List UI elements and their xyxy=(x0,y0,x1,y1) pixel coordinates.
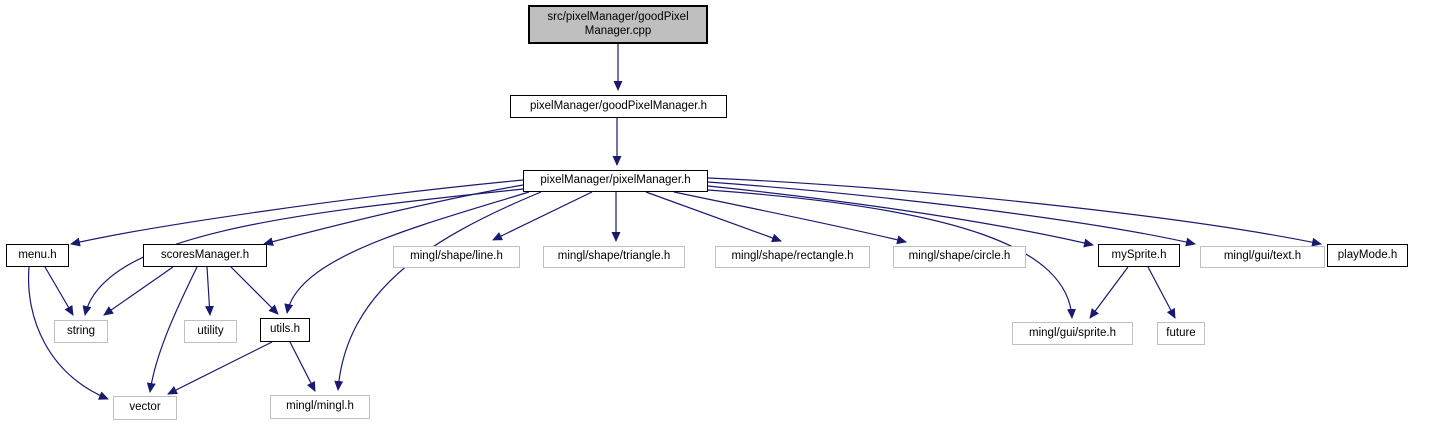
node-utils_h[interactable]: utils.h xyxy=(260,318,310,342)
node-label: mingl/mingl.h xyxy=(286,400,354,413)
node-label: mingl/shape/rectangle.h xyxy=(731,250,854,263)
edge-pixelManager_h-to-rectangle_h xyxy=(645,191,782,243)
edge-mySprite_h-to-future xyxy=(1147,266,1176,319)
node-goodPixelManager_h[interactable]: pixelManager/goodPixelManager.h xyxy=(510,95,727,118)
edge-scoresManager_h-to-utils_h xyxy=(230,266,279,315)
node-label: utils.h xyxy=(269,323,301,336)
edges-group xyxy=(27,44,1322,400)
edge-pixelManager_h-to-utils_h xyxy=(284,191,530,314)
edge-pixelManager_h-to-line_h xyxy=(492,191,593,241)
edge-scoresManager_h-to-vector xyxy=(146,266,198,393)
edge-mySprite_h-to-sprite_h xyxy=(1089,266,1129,319)
edge-pixelManager_h-to-scoresManager_h xyxy=(263,184,524,247)
edge-pixelManager_h-to-playMode_h xyxy=(707,177,1322,247)
node-goodPixelManager_cpp[interactable]: src/pixelManager/goodPixel Manager.cpp xyxy=(528,5,708,44)
node-label: mingl/gui/text.h xyxy=(1223,250,1302,263)
node-label: utility xyxy=(197,324,224,337)
edge-pixelManager_h-to-sprite_h xyxy=(707,189,1076,319)
node-label: mingl/shape/triangle.h xyxy=(557,250,671,263)
edge-scoresManager_h-to-string xyxy=(103,266,174,316)
node-label: menu.h xyxy=(18,248,57,261)
node-menu_h[interactable]: menu.h xyxy=(6,244,69,267)
edge-utils_h-to-vector xyxy=(167,341,273,395)
node-label: pixelManager/goodPixelManager.h xyxy=(529,99,708,112)
node-text_h[interactable]: mingl/gui/text.h xyxy=(1200,246,1325,268)
node-future[interactable]: future xyxy=(1157,322,1205,345)
edge-pixelManager_h-to-circle_h xyxy=(673,191,907,245)
node-triangle_h[interactable]: mingl/shape/triangle.h xyxy=(543,246,685,268)
node-string[interactable]: string xyxy=(54,320,108,343)
edge-menu_h-to-string xyxy=(44,266,74,316)
node-label: string xyxy=(66,324,96,337)
node-mingl_h[interactable]: mingl/mingl.h xyxy=(270,395,370,419)
node-label: src/pixelManager/goodPixel Manager.cpp xyxy=(547,10,689,37)
node-label: scoresManager.h xyxy=(160,248,250,261)
node-label: mingl/shape/line.h xyxy=(410,250,503,263)
node-mySprite_h[interactable]: mySprite.h xyxy=(1098,244,1180,267)
node-label: pixelManager/pixelManager.h xyxy=(540,174,691,187)
edge-pixelManager_h-to-text_h xyxy=(707,181,1196,247)
node-scoresManager_h[interactable]: scoresManager.h xyxy=(143,244,267,267)
node-label: mySprite.h xyxy=(1111,248,1167,261)
node-vector[interactable]: vector xyxy=(113,396,177,420)
edge-utils_h-to-mingl_h xyxy=(289,341,316,392)
node-label: mingl/shape/circle.h xyxy=(908,250,1011,263)
node-circle_h[interactable]: mingl/shape/circle.h xyxy=(893,246,1026,268)
node-label: playMode.h xyxy=(1337,248,1398,261)
node-utility[interactable]: utility xyxy=(184,320,237,343)
node-pixelManager_h[interactable]: pixelManager/pixelManager.h xyxy=(523,170,708,192)
edge-pixelManager_h-to-mySprite_h xyxy=(707,185,1094,248)
edge-scoresManager_h-to-utility xyxy=(204,266,214,316)
edge-pixelManager_h-to-menu_h xyxy=(70,179,524,247)
node-playMode_h[interactable]: playMode.h xyxy=(1327,244,1408,267)
edge-pixelManager_h-to-string xyxy=(82,188,524,316)
node-label: future xyxy=(1166,326,1196,339)
node-line_h[interactable]: mingl/shape/line.h xyxy=(393,246,520,268)
node-label: mingl/gui/sprite.h xyxy=(1029,326,1116,339)
edge-pixelManager_h-to-mingl_h xyxy=(334,191,542,391)
edge-menu_h-to-vector xyxy=(27,266,109,400)
node-label: vector xyxy=(129,401,161,414)
node-sprite_h[interactable]: mingl/gui/sprite.h xyxy=(1012,322,1133,345)
node-rectangle_h[interactable]: mingl/shape/rectangle.h xyxy=(715,246,870,268)
